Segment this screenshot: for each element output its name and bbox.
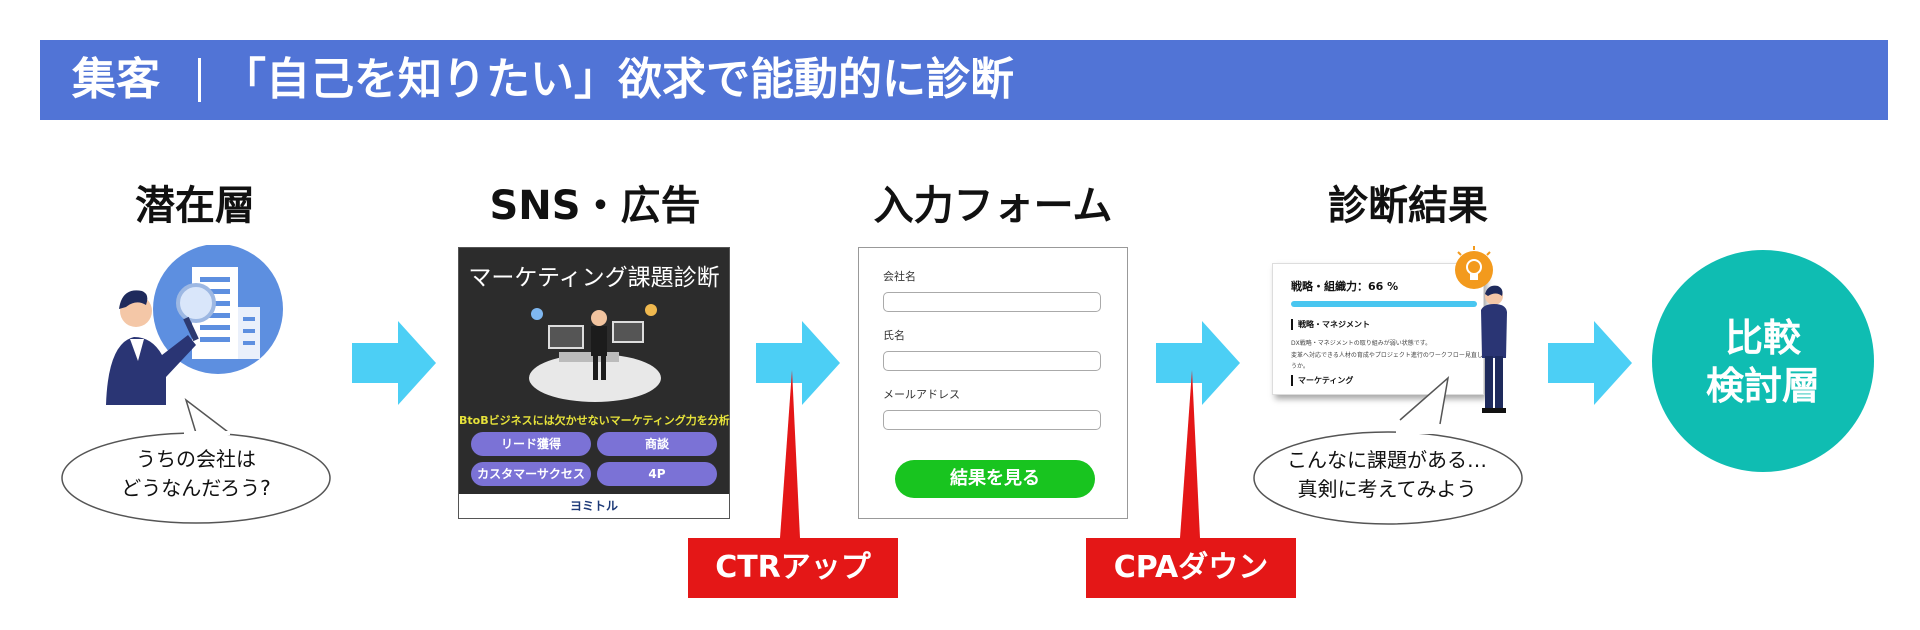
ctr-up-label: CTRアップ — [688, 538, 898, 598]
bubble-text-latent: うちの会社は どうなんだろう? — [88, 445, 304, 503]
step-title-form: 入力フォーム — [873, 183, 1113, 229]
result-text-line: 変革へ対応できる人材の育成やプロジェクト進行のワークフロー見直しな — [1291, 352, 1489, 359]
step-title-sns: SNS・広告 — [489, 183, 701, 229]
see-result-button[interactable]: 結果を見る — [895, 460, 1095, 498]
arrow-right-icon — [352, 321, 436, 405]
magnifier-icon — [176, 283, 216, 342]
result-text-line: DX戦略・マネジメントの取り組みが弱い状態です。 — [1291, 340, 1432, 347]
result-section-heading: マーケティング — [1291, 375, 1353, 386]
ad-title: マーケティング課題診断 — [468, 265, 720, 291]
ad-footer: ヨミトル — [459, 494, 729, 518]
ad-illustration — [529, 304, 661, 402]
cpa-pointer — [1180, 370, 1200, 538]
bubble-text-result: こんなに課題がある… 真剣に考えてみよう — [1262, 446, 1512, 504]
result-section-heading: 戦略・マネジメント — [1291, 319, 1370, 330]
diagnosis-result-card: 戦略・組織力：66 % 戦略・マネジメント DX戦略・マネジメントの取り組みが弱… — [1272, 263, 1489, 395]
comparison-stage-circle: 比較 検討層 — [1652, 250, 1874, 472]
arrow-right-icon — [1156, 321, 1240, 405]
sns-ad-card[interactable]: マーケティング課題診断 BtoBビジネスには欠かせないマーケティング力を分析 リ… — [458, 247, 730, 519]
step-title-latent: 潜在層 — [135, 183, 255, 229]
input-form-card: 会社名 氏名 メールアドレス 結果を見る — [858, 247, 1128, 519]
bubble-line: どうなんだろう? — [121, 476, 271, 500]
lightbulb-icon — [1455, 246, 1493, 289]
result-progress-bar — [1291, 301, 1477, 307]
header-banner: 集客 「自己を知りたい」欲求で能動的に診断 — [40, 40, 1888, 120]
company-name-input[interactable] — [883, 292, 1101, 312]
step-title-result: 診断結果 — [1328, 183, 1488, 229]
form-label: 会社名 — [883, 270, 916, 283]
bubble-line: こんなに課題がある… — [1287, 448, 1487, 472]
header-title: 「自己を知りたい」欲求で能動的に診断 — [222, 54, 1014, 105]
ad-logo: ヨミトル — [569, 499, 618, 513]
speech-bubble-latent — [61, 398, 331, 524]
speech-bubble-result — [1253, 376, 1523, 525]
ad-tagline: BtoBビジネスには欠かせないマーケティング力を分析 — [459, 414, 730, 427]
person-magnifier-illustration — [106, 245, 283, 405]
name-input[interactable] — [883, 351, 1101, 371]
form-label: 氏名 — [883, 329, 905, 342]
bubble-line: うちの会社は — [136, 447, 256, 471]
person-figure — [106, 290, 196, 405]
header-divider — [198, 58, 201, 102]
ad-pill: 4P — [597, 462, 717, 486]
ad-pill: カスタマーサクセス — [471, 462, 591, 486]
header-category: 集客 — [72, 54, 160, 105]
standing-person-figure — [1481, 285, 1507, 413]
final-line: 比較 — [1724, 316, 1801, 360]
arrow-right-icon — [756, 321, 840, 405]
ad-pill: リード獲得 — [471, 432, 591, 456]
form-label: メールアドレス — [883, 388, 960, 401]
ctr-pointer — [780, 370, 800, 538]
result-card-title: 戦略・組織力：66 % — [1291, 280, 1399, 293]
ad-pill: 商談 — [597, 432, 717, 456]
result-text-line: うか。 — [1291, 363, 1309, 370]
arrow-right-icon — [1548, 321, 1632, 405]
email-input[interactable] — [883, 410, 1101, 430]
bubble-line: 真剣に考えてみよう — [1297, 477, 1477, 501]
final-line: 検討層 — [1705, 364, 1820, 408]
cpa-down-label: CPAダウン — [1086, 538, 1296, 598]
